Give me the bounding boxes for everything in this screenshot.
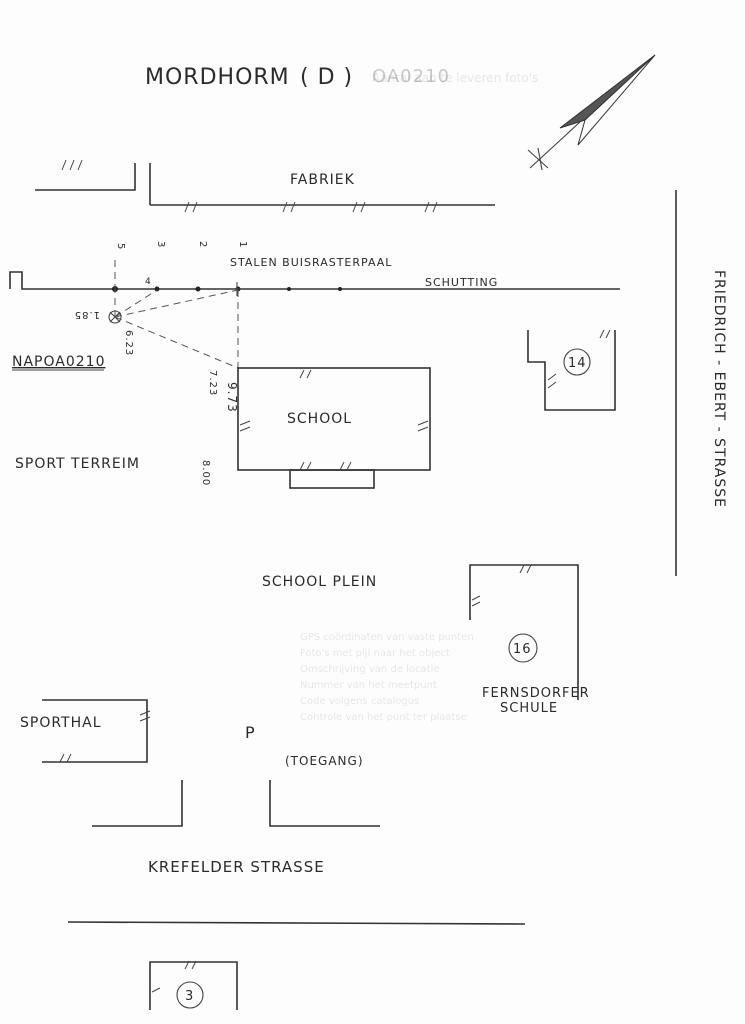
point-1: 1 (237, 241, 248, 248)
house-number-3: 3 (185, 989, 194, 1004)
stalen-paal-label: STALEN BUISRASTERPAAL (230, 256, 392, 269)
point-4: 4 (145, 277, 152, 287)
point-3: 3 (155, 241, 166, 248)
form-line: Nummer van het meetpunt (300, 680, 437, 691)
entrance-walls (92, 780, 380, 827)
form-line: Controle van het punt ter plaatse (300, 712, 467, 723)
house-number-16: 16 (513, 642, 532, 657)
dist-723: 7.23 (207, 370, 218, 396)
form-line: Aantal aan te leveren foto's (372, 71, 538, 85)
background-form: Aantal aan te leveren foto's GPS coördin… (300, 71, 538, 723)
schutting-label: SCHUTTING (425, 276, 498, 289)
friedrich-label: FRIEDRICH - EBERT - STRASSE (711, 270, 727, 508)
building-3: 3 (149, 960, 238, 1010)
building-16: 16 FERNSDORFER SCHULE (469, 564, 590, 716)
parking-label: P (245, 723, 256, 742)
building-14: 14 (527, 329, 616, 411)
sportterrein-label: SPORT TERREIM (15, 456, 140, 472)
house-number-14: 14 (568, 356, 587, 371)
form-line: Foto's met pijl naar het object (300, 648, 450, 659)
fabriek-building: FABRIEK (35, 159, 495, 213)
krefelder-street-line (67, 921, 526, 925)
napo-label: NAPOA0210 (12, 354, 105, 370)
schoolplein-label: SCHOOL PLEIN (262, 574, 377, 590)
fernsdorfer-label: FERNSDORFER (482, 686, 590, 701)
sporthal-label: SPORTHAL (20, 715, 102, 731)
sporthal-building: SPORTHAL (20, 699, 151, 763)
measurement-lines (114, 289, 239, 369)
page-title: MORDHORM (145, 65, 290, 90)
dist-185: 1.85 (74, 309, 100, 320)
point-code: OA0210 (372, 66, 450, 87)
school-label: SCHOOL (287, 411, 352, 427)
country-code: ( D ) (300, 65, 353, 90)
schule-label: SCHULE (500, 701, 558, 716)
form-line: Omschrijving van de locatie (300, 664, 440, 675)
school-building: SCHOOL (237, 367, 431, 489)
point-2: 2 (197, 241, 208, 248)
fabriek-label: FABRIEK (290, 172, 355, 188)
point-5: 5 (115, 243, 126, 250)
dist-800: 8.00 (200, 460, 211, 486)
toegang-label: (TOEGANG) (285, 754, 364, 768)
krefelder-label: KREFELDER STRASSE (148, 858, 325, 876)
schutting-fence: SCHUTTING (9, 271, 620, 292)
form-line: GPS coördinaten van vaste punten (300, 632, 474, 643)
dist-973: 9.73 (225, 382, 239, 413)
north-arrow-icon (527, 54, 656, 171)
dist-623: 6.23 (123, 330, 134, 356)
form-line: Code volgens catalogus (300, 696, 419, 707)
measure-point-numbers: 5 3 2 1 4 (115, 241, 248, 287)
